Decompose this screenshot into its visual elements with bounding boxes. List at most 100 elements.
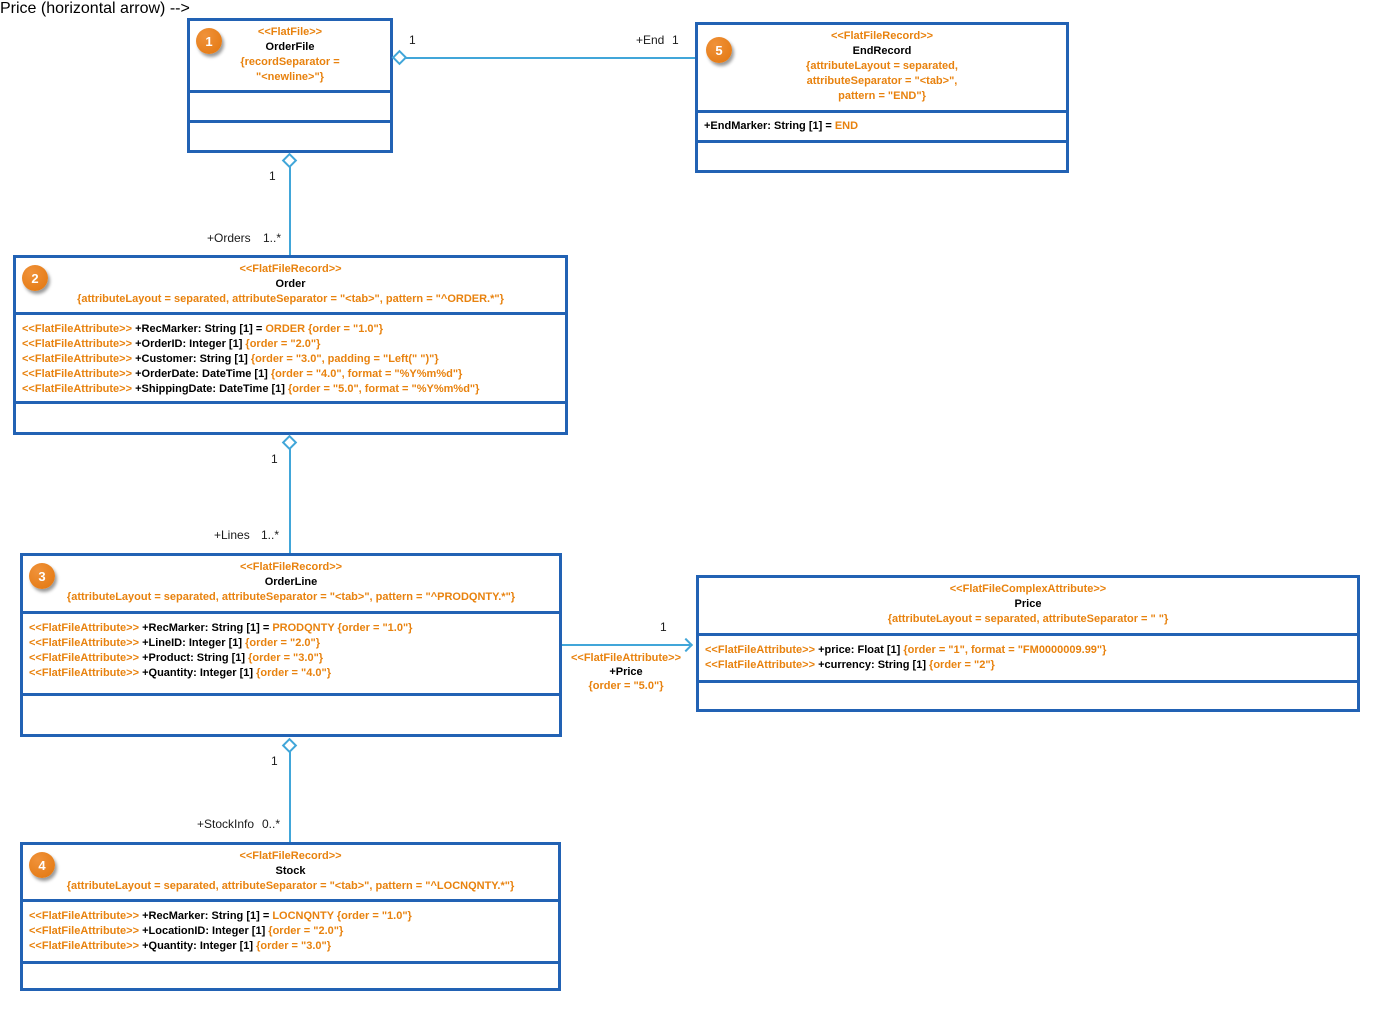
tagged-value-line: attributeSeparator = "<tab>", [806, 75, 958, 87]
tagged-value-line: {attributeLayout = separated, [806, 60, 958, 72]
attribute-declaration: +currency: String [1] [815, 659, 930, 671]
attribute-row: <<FlatFileAttribute>> +price: Float [1] … [705, 643, 1351, 658]
badge-number: 2 [22, 265, 48, 291]
class-tagged-values: {attributeLayout = separated, attributeS… [16, 292, 565, 307]
class-tagged-values: {attributeLayout = separated, attributeS… [23, 590, 559, 605]
attribute-declaration: +LocationID: Integer [1] [139, 925, 269, 937]
aggregation-diamond-icon [281, 434, 298, 451]
attribute-declaration: +Customer: String [1] [132, 353, 251, 365]
role-label: +StockInfo [197, 817, 255, 831]
attribute-declaration: +OrderID: Integer [1] [132, 338, 246, 350]
attribute-declaration: +Quantity: Integer [1] [139, 940, 257, 952]
class-tagged-values: {attributeLayout = separated, attributeS… [699, 612, 1357, 627]
connector-line [289, 752, 291, 842]
multiplicity-label: 0..* [262, 817, 281, 831]
class-stereotype: <<FlatFileRecord>> [830, 30, 934, 42]
attribute-tag: {order = "2"} [929, 659, 995, 671]
connector-line [562, 644, 690, 646]
attribute-row: <<FlatFileAttribute>> +RecMarker: String… [22, 322, 559, 337]
attribute-declaration: +Product: String [1] [139, 652, 249, 664]
attribute-stereotype: <<FlatFileAttribute>> [705, 659, 816, 671]
attribute-row: <<FlatFileAttribute>> +OrderID: Integer … [22, 337, 559, 352]
attribute-row: <<FlatFileAttribute>> +ShippingDate: Dat… [22, 382, 559, 397]
badge-number: 3 [29, 563, 55, 589]
tagged-value-line: {attributeLayout = separated, attributeS… [887, 613, 1169, 625]
attribute-row: <<FlatFileAttribute>> +RecMarker: String… [29, 909, 552, 924]
class-stereotype: <<FlatFile>> [257, 26, 323, 38]
class-box-orderfile: 1 <<FlatFile>> OrderFile {recordSeparato… [187, 18, 393, 153]
operations-compartment [23, 961, 558, 988]
attribute-row: <<FlatFileAttribute>> +currency: String … [705, 658, 1351, 673]
attribute-stereotype: <<FlatFileAttribute>> [29, 637, 140, 649]
class-stereotype: <<FlatFileComplexAttribute>> [949, 583, 1107, 595]
role-label: +Orders [207, 231, 251, 245]
attribute-stereotype: <<FlatFileAttribute>> [705, 644, 816, 656]
operations-compartment [190, 120, 390, 150]
attribute-tag: LOCNQNTY {order = "1.0"} [272, 910, 412, 922]
attribute-row: <<FlatFileAttribute>> +Customer: String … [22, 352, 559, 367]
attributes-compartment: <<FlatFileAttribute>> +RecMarker: String… [16, 312, 565, 401]
multiplicity-label: 1..* [261, 528, 280, 542]
attribute-tag: {order = "1", format = "FM0000009.99"} [903, 644, 1107, 656]
tagged-value-line: {recordSeparator = [240, 56, 340, 68]
class-stereotype: <<FlatFileRecord>> [239, 263, 342, 275]
multiplicity-label: 1 [269, 169, 276, 183]
attribute-tag: PRODQNTY {order = "1.0"} [272, 622, 413, 634]
class-header: <<FlatFileRecord>> Stock {attributeLayou… [23, 845, 558, 899]
multiplicity-label: 1 [271, 754, 278, 768]
aggregation-diamond-icon [391, 49, 408, 66]
class-tagged-values: {attributeLayout = separated, attributeS… [23, 879, 558, 894]
attribute-stereotype: <<FlatFileAttribute>> [22, 323, 133, 335]
attribute-declaration: +price: Float [1] [815, 644, 904, 656]
connector-line [406, 57, 695, 59]
class-header: <<FlatFileRecord>> OrderLine {attributeL… [23, 556, 559, 611]
attribute-stereotype: <<FlatFileAttribute>> [29, 940, 140, 952]
class-box-orderline: 3 <<FlatFileRecord>> OrderLine {attribut… [20, 553, 562, 737]
class-name: Order [275, 278, 306, 290]
operations-compartment [699, 680, 1357, 709]
attributes-compartment: +EndMarker: String [1] = END [698, 110, 1066, 140]
attribute-tag: {order = "2.0"} [268, 925, 344, 937]
attribute-declaration: +Quantity: Integer [1] [139, 667, 257, 679]
attribute-row: <<FlatFileAttribute>> +LocationID: Integ… [29, 924, 552, 939]
attribute-declaration: +RecMarker: String [1] = [132, 323, 266, 335]
class-stereotype: <<FlatFileRecord>> [239, 850, 342, 862]
attribute-declaration: +OrderDate: DateTime [1] [132, 368, 271, 380]
role-label: +Lines [214, 528, 250, 542]
attribute-stereotype: <<FlatFileAttribute>> [22, 338, 133, 350]
aggregation-diamond-icon [281, 152, 298, 169]
attribute-declaration: +ShippingDate: DateTime [1] [132, 383, 288, 395]
attribute-stereotype: <<FlatFileAttribute>> [29, 910, 140, 922]
tagged-value-line: {attributeLayout = separated, attributeS… [66, 591, 516, 603]
class-box-price: <<FlatFileComplexAttribute>> Price {attr… [696, 575, 1360, 712]
class-tagged-values: {attributeLayout = separated, attributeSe… [698, 59, 1066, 104]
multiplicity-label: 1 [409, 33, 416, 47]
tagged-value-line: "<newline>"} [256, 71, 324, 83]
attribute-row: <<FlatFileAttribute>> +OrderDate: DateTi… [22, 367, 559, 382]
arrowhead-icon [678, 637, 694, 653]
class-stereotype: <<FlatFileRecord>> [239, 561, 343, 573]
attribute-declaration: +EndMarker: String [1] = [704, 120, 835, 132]
class-name: OrderLine [264, 576, 318, 588]
attribute-stereotype: <<FlatFileAttribute>> [22, 353, 133, 365]
class-header: <<FlatFileRecord>> Order {attributeLayou… [16, 258, 565, 312]
attribute-row: <<FlatFileAttribute>> +Product: String [… [29, 651, 553, 666]
role-label-block: <<FlatFileAttribute>> +Price {order = "5… [556, 651, 696, 693]
operations-compartment [698, 140, 1066, 170]
multiplicity-label: 1..* [263, 231, 282, 245]
class-header: <<FlatFileRecord>> EndRecord {attributeL… [698, 25, 1066, 110]
attribute-stereotype: <<FlatFileAttribute>> [29, 667, 140, 679]
multiplicity-label: 1 [672, 33, 679, 47]
tagged-value-line: {attributeLayout = separated, attributeS… [77, 293, 504, 305]
multiplicity-label: 1 [271, 452, 278, 466]
attribute-declaration: +LineID: Integer [1] [139, 637, 246, 649]
attributes-compartment: <<FlatFileAttribute>> +RecMarker: String… [23, 611, 559, 693]
attribute-row: <<FlatFileAttribute>> +Quantity: Integer… [29, 939, 552, 954]
attribute-row: +EndMarker: String [1] = END [704, 119, 1060, 134]
role-name: +Price [609, 666, 643, 678]
connector-line [289, 449, 291, 553]
class-box-order: 2 <<FlatFileRecord>> Order {attributeLay… [13, 255, 568, 435]
attribute-stereotype: <<FlatFileAttribute>> [29, 622, 140, 634]
attribute-tag: {order = "5.0", format = "%Y%m%d"} [288, 383, 480, 395]
attribute-tag: {order = "2.0"} [245, 338, 321, 350]
